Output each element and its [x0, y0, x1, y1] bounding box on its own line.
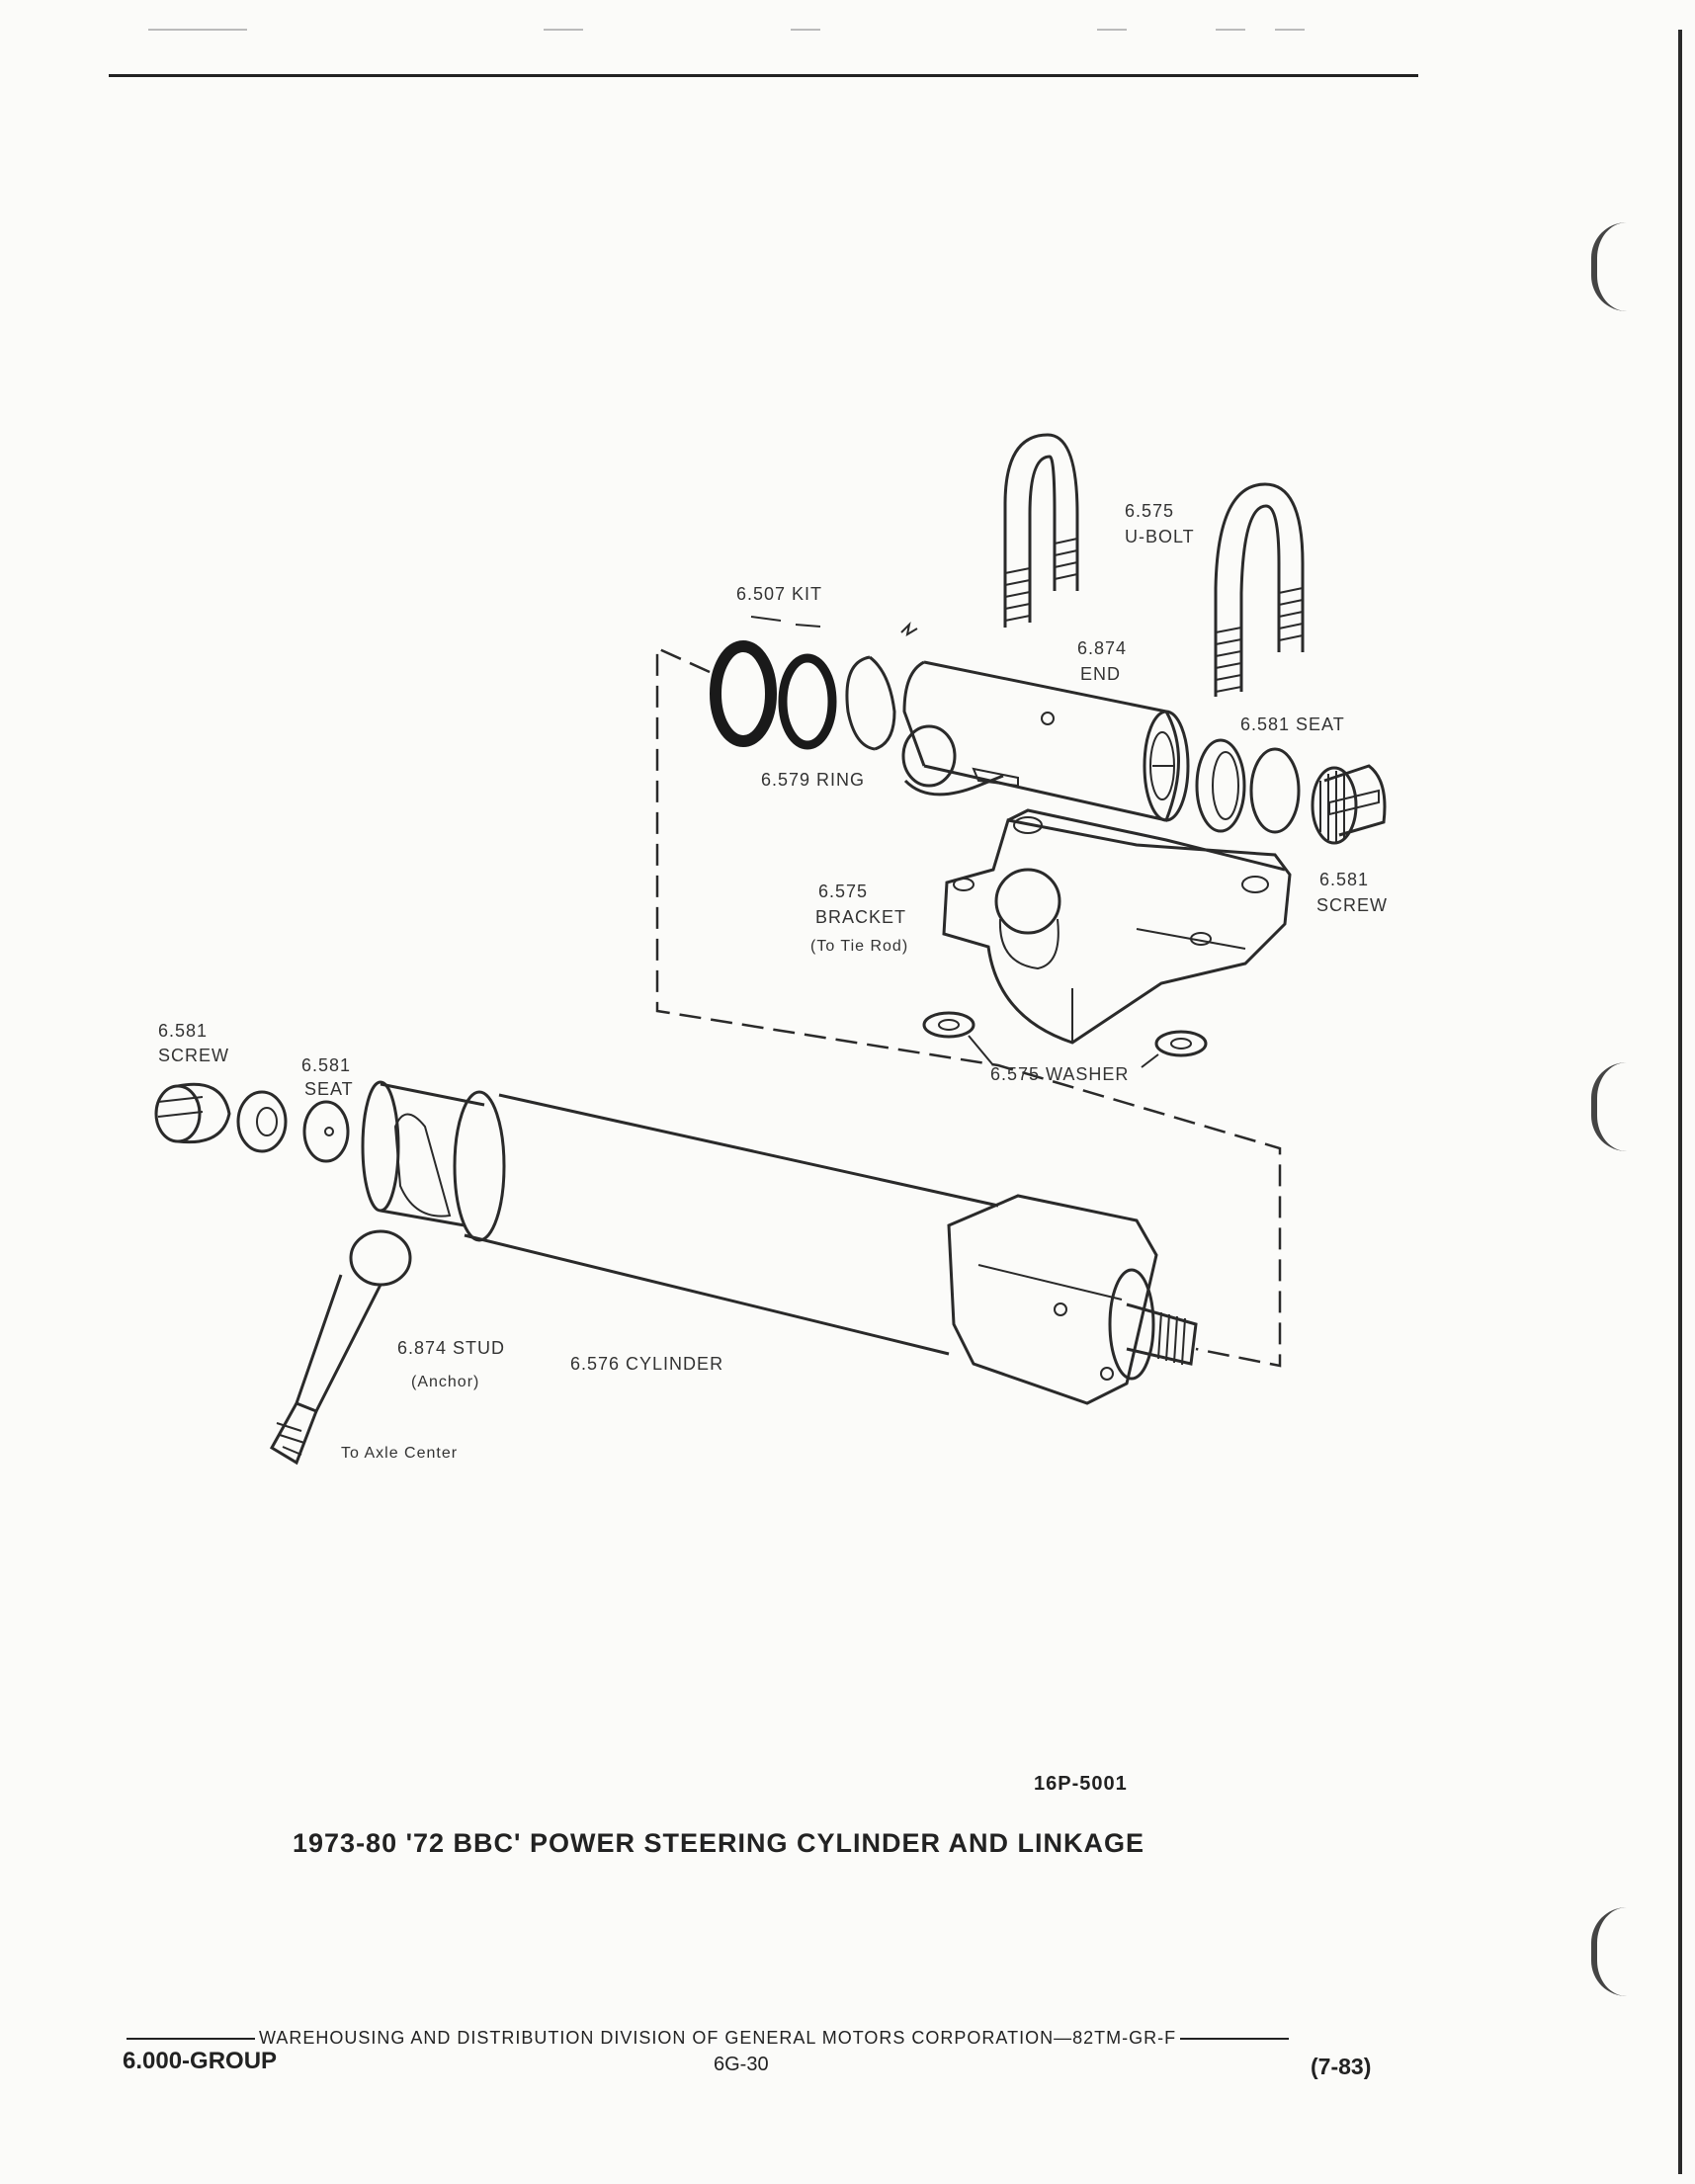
label-kit: 6.507 KIT — [736, 584, 822, 604]
seat-right-2 — [1249, 747, 1301, 834]
label-bracket-name: BRACKET — [815, 907, 906, 927]
label-axle: To Axle Center — [341, 1445, 458, 1462]
label-bracket-number: 6.575 — [818, 882, 868, 901]
washers — [922, 1011, 1208, 1068]
footer-rule-left — [127, 2038, 255, 2041]
seal-kit — [710, 616, 837, 750]
label-end-number: 6.874 — [1077, 638, 1127, 658]
label-bracket-note: (To Tie Rod) — [810, 938, 908, 955]
footer-rule-right — [1180, 2038, 1290, 2041]
assembly-guide-line — [655, 646, 1282, 1368]
label-ubolt-number: 6.575 — [1125, 501, 1174, 521]
label-end-name: END — [1080, 664, 1121, 684]
cylinder-end-housing — [901, 660, 1190, 822]
snap-ring — [845, 655, 896, 751]
label-stud-note: (Anchor) — [411, 1374, 479, 1390]
tie-rod-bracket — [942, 808, 1292, 1045]
seat-right — [1195, 738, 1246, 833]
label-seat-left-name: SEAT — [304, 1079, 354, 1099]
footer-division-line: WAREHOUSING AND DISTRIBUTION DIVISION OF… — [123, 2028, 1293, 2049]
u-bolt-left — [1003, 433, 1079, 628]
footer-division-text: WAREHOUSING AND DISTRIBUTION DIVISION OF… — [259, 2028, 1177, 2048]
binder-hole-middle — [1591, 1062, 1627, 1151]
screw-left — [154, 1082, 231, 1144]
footer-section: 6.000-GROUP — [123, 2048, 278, 2074]
figure-code: 16P-5001 — [1034, 1773, 1128, 1795]
exploded-parts-diagram: 6.507 KIT 6.575 U-BOLT 6.874 END 6.579 R… — [154, 433, 1388, 1466]
label-screw-right-number: 6.581 — [1319, 870, 1369, 889]
footer-page-number: 6G-30 — [714, 2054, 769, 2075]
anchor-stud — [269, 1229, 412, 1466]
header-rule — [109, 74, 1418, 77]
top-edge-marks — [0, 0, 1695, 40]
page-edge — [1678, 30, 1682, 2174]
u-bolt-right — [1214, 482, 1305, 697]
label-screw-right-name: SCREW — [1316, 895, 1388, 915]
label-cylinder: 6.576 CYLINDER — [570, 1354, 723, 1374]
figure-title: 1973-80 '72 BBC' POWER STEERING CYLINDER… — [293, 1828, 1144, 1858]
label-washer: 6.575 WASHER — [990, 1064, 1129, 1084]
label-seat-right: 6.581 SEAT — [1240, 714, 1345, 734]
ring-clip-mark — [900, 621, 918, 637]
label-ubolt-name: U-BOLT — [1125, 527, 1195, 546]
footer-date: (7-83) — [1311, 2054, 1372, 2079]
label-ring: 6.579 RING — [761, 770, 865, 790]
label-stud: 6.874 STUD — [397, 1338, 505, 1358]
label-screw-left-number: 6.581 — [158, 1021, 208, 1041]
label-seat-left-number: 6.581 — [301, 1055, 351, 1075]
power-steering-cylinder — [361, 1080, 1198, 1405]
binder-hole-top — [1591, 222, 1627, 311]
binder-hole-bottom — [1591, 1907, 1627, 1996]
label-screw-left-name: SCREW — [158, 1046, 229, 1065]
screw-right — [1311, 764, 1387, 845]
seat-left — [236, 1090, 350, 1163]
